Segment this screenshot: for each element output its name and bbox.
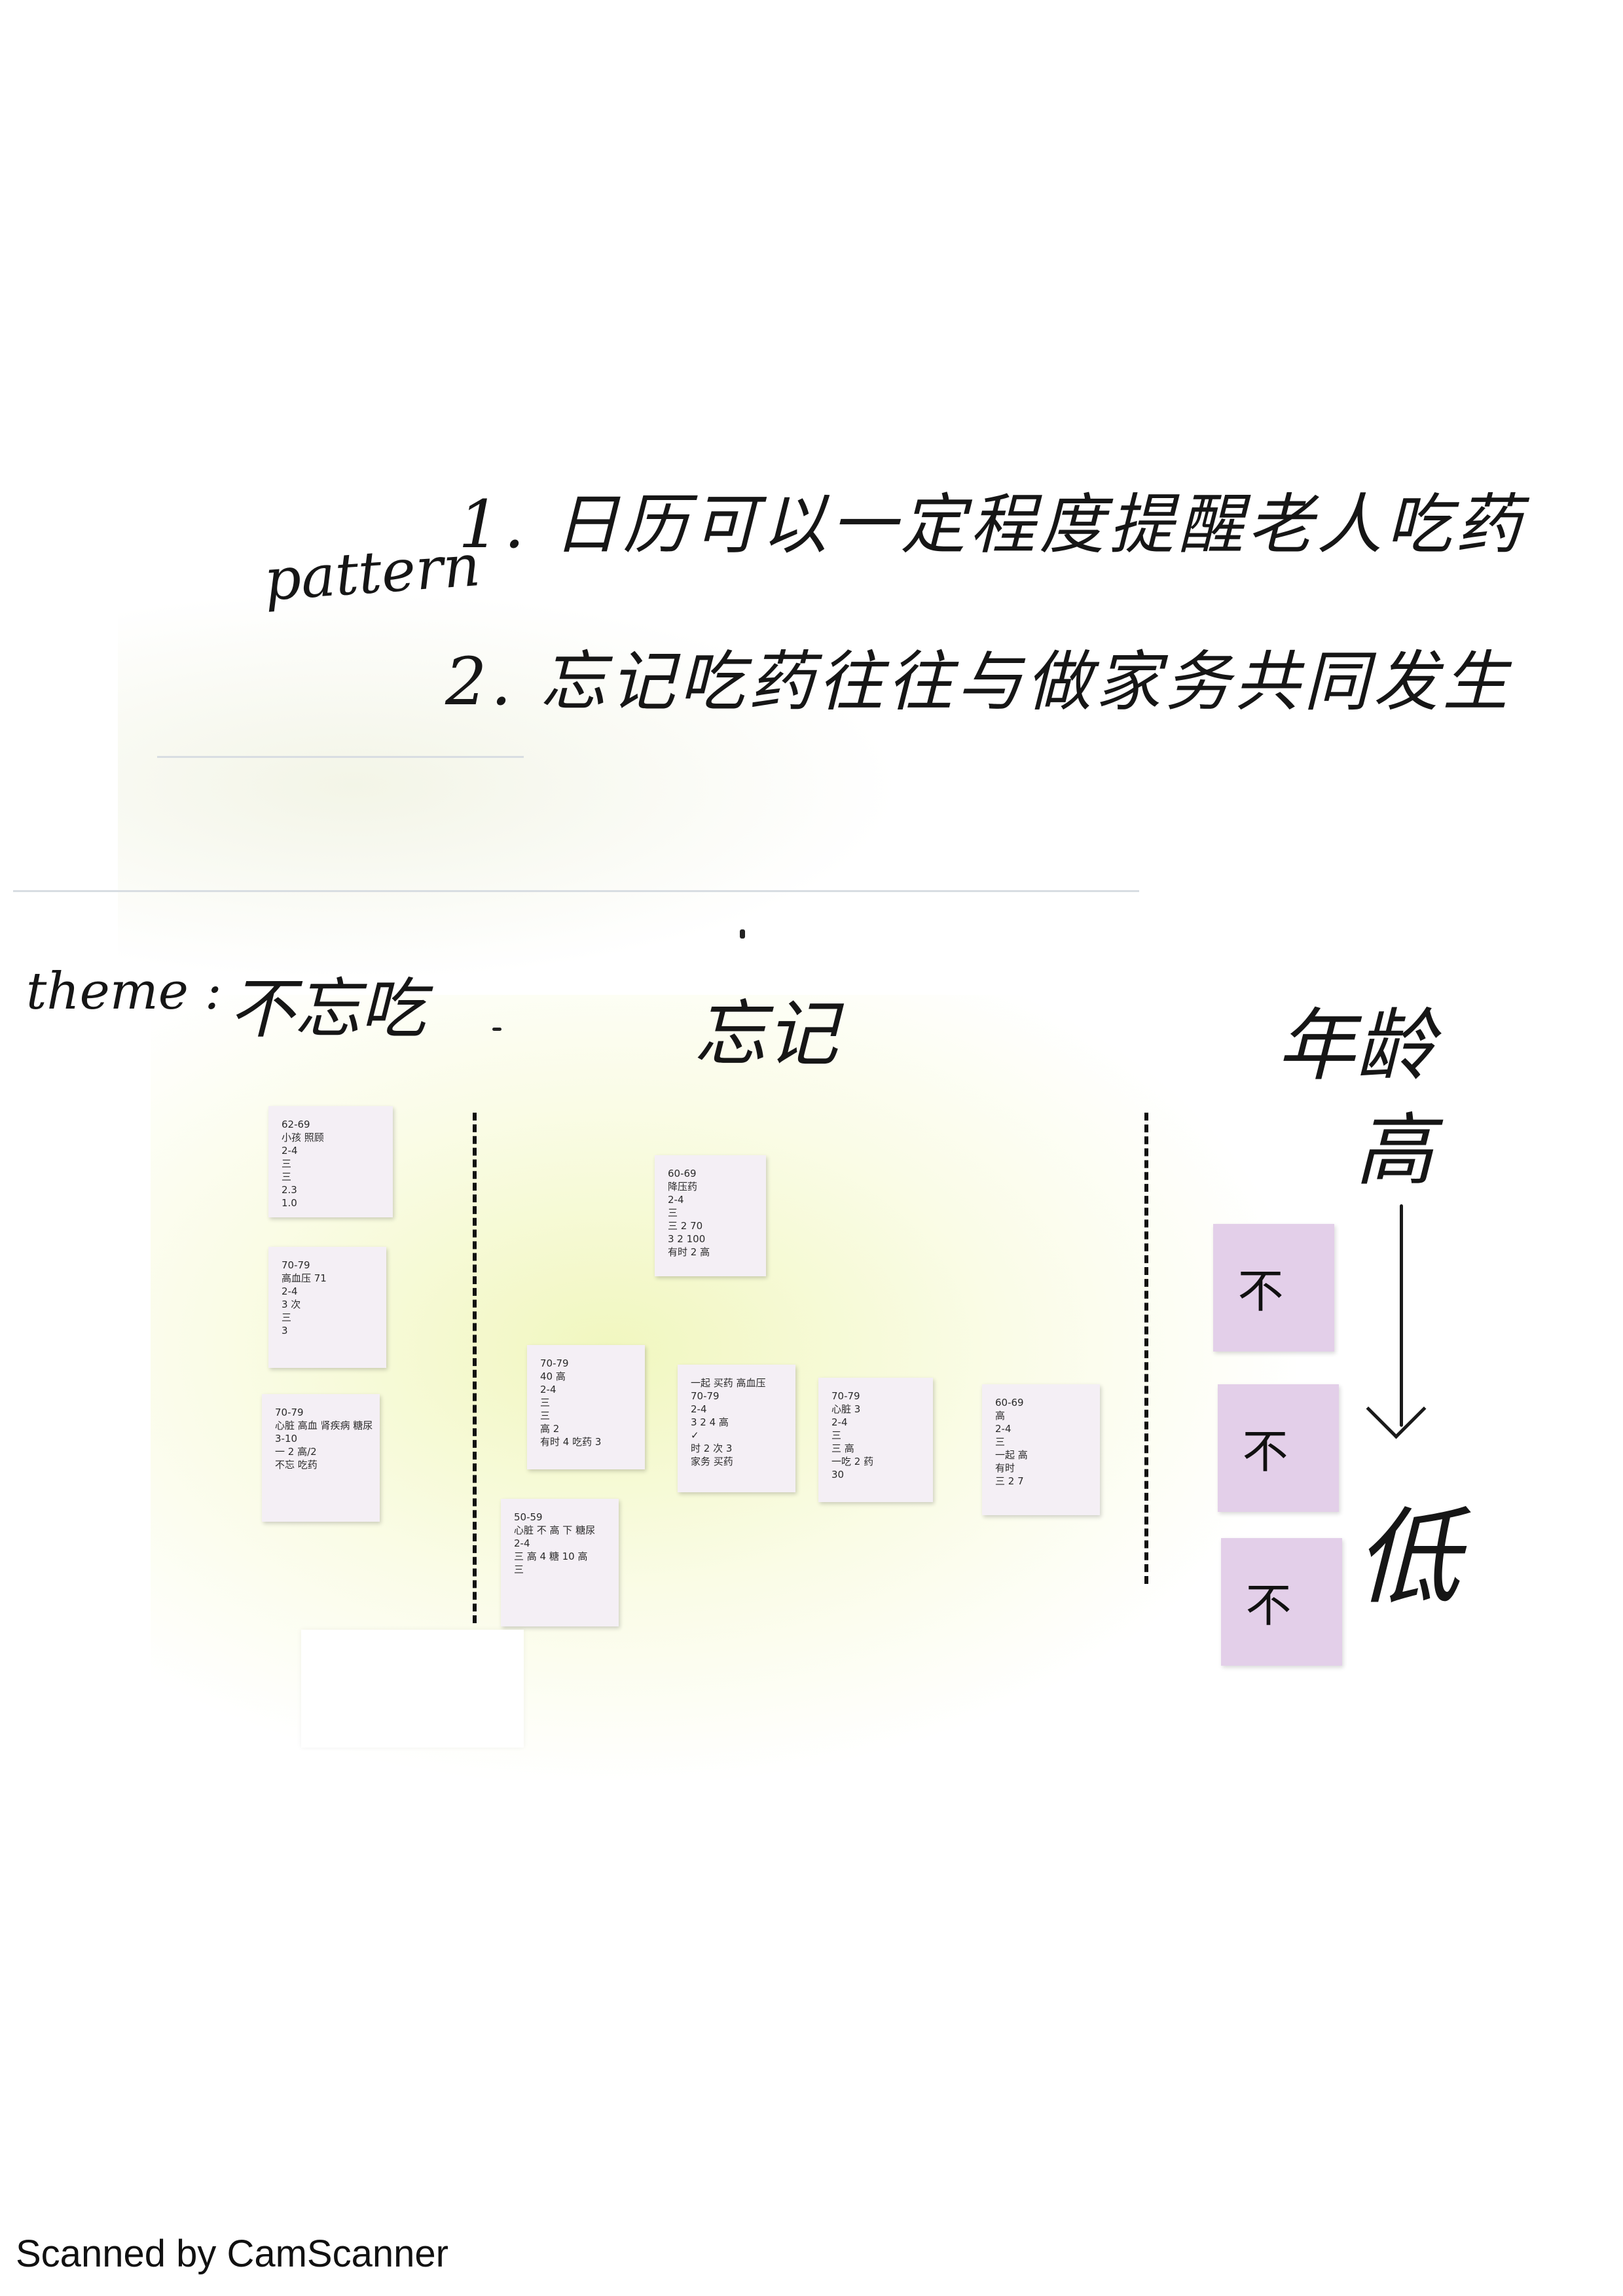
theme-column-not-forget: 不忘吃 <box>229 971 426 1047</box>
age-arrow-head <box>1366 1378 1427 1439</box>
theme-column-forget: 忘记 <box>694 992 838 1076</box>
purple-sticky-note: 不 <box>1218 1384 1339 1512</box>
purple-sticky-note: 不 <box>1221 1538 1342 1666</box>
age-axis-title: 年龄 <box>1277 1001 1434 1092</box>
pattern-line-1: 1. 日历可以一定程度提醒老人吃药 <box>458 486 1525 563</box>
board-edge-line-1 <box>157 756 524 758</box>
ink-dot <box>740 929 745 939</box>
divider-dashed-right <box>1144 1113 1148 1584</box>
age-axis-high: 高 <box>1355 1105 1434 1196</box>
shadow-glow-top <box>118 589 903 982</box>
theme-label: theme : <box>26 962 222 1021</box>
scanner-watermark: Scanned by CamScanner <box>16 2233 448 2275</box>
purple-sticky-note: 不 <box>1213 1224 1334 1352</box>
blank-sticky-note <box>301 1630 524 1748</box>
divider-dashed-left <box>473 1113 477 1623</box>
board-edge-line-2 <box>13 890 1139 892</box>
ink-dash <box>492 1028 501 1031</box>
age-arrow-line <box>1400 1204 1403 1427</box>
pattern-line-2: 2. 忘记吃药往往与做家务共同发生 <box>445 643 1512 720</box>
age-axis-low: 低 <box>1355 1496 1461 1619</box>
